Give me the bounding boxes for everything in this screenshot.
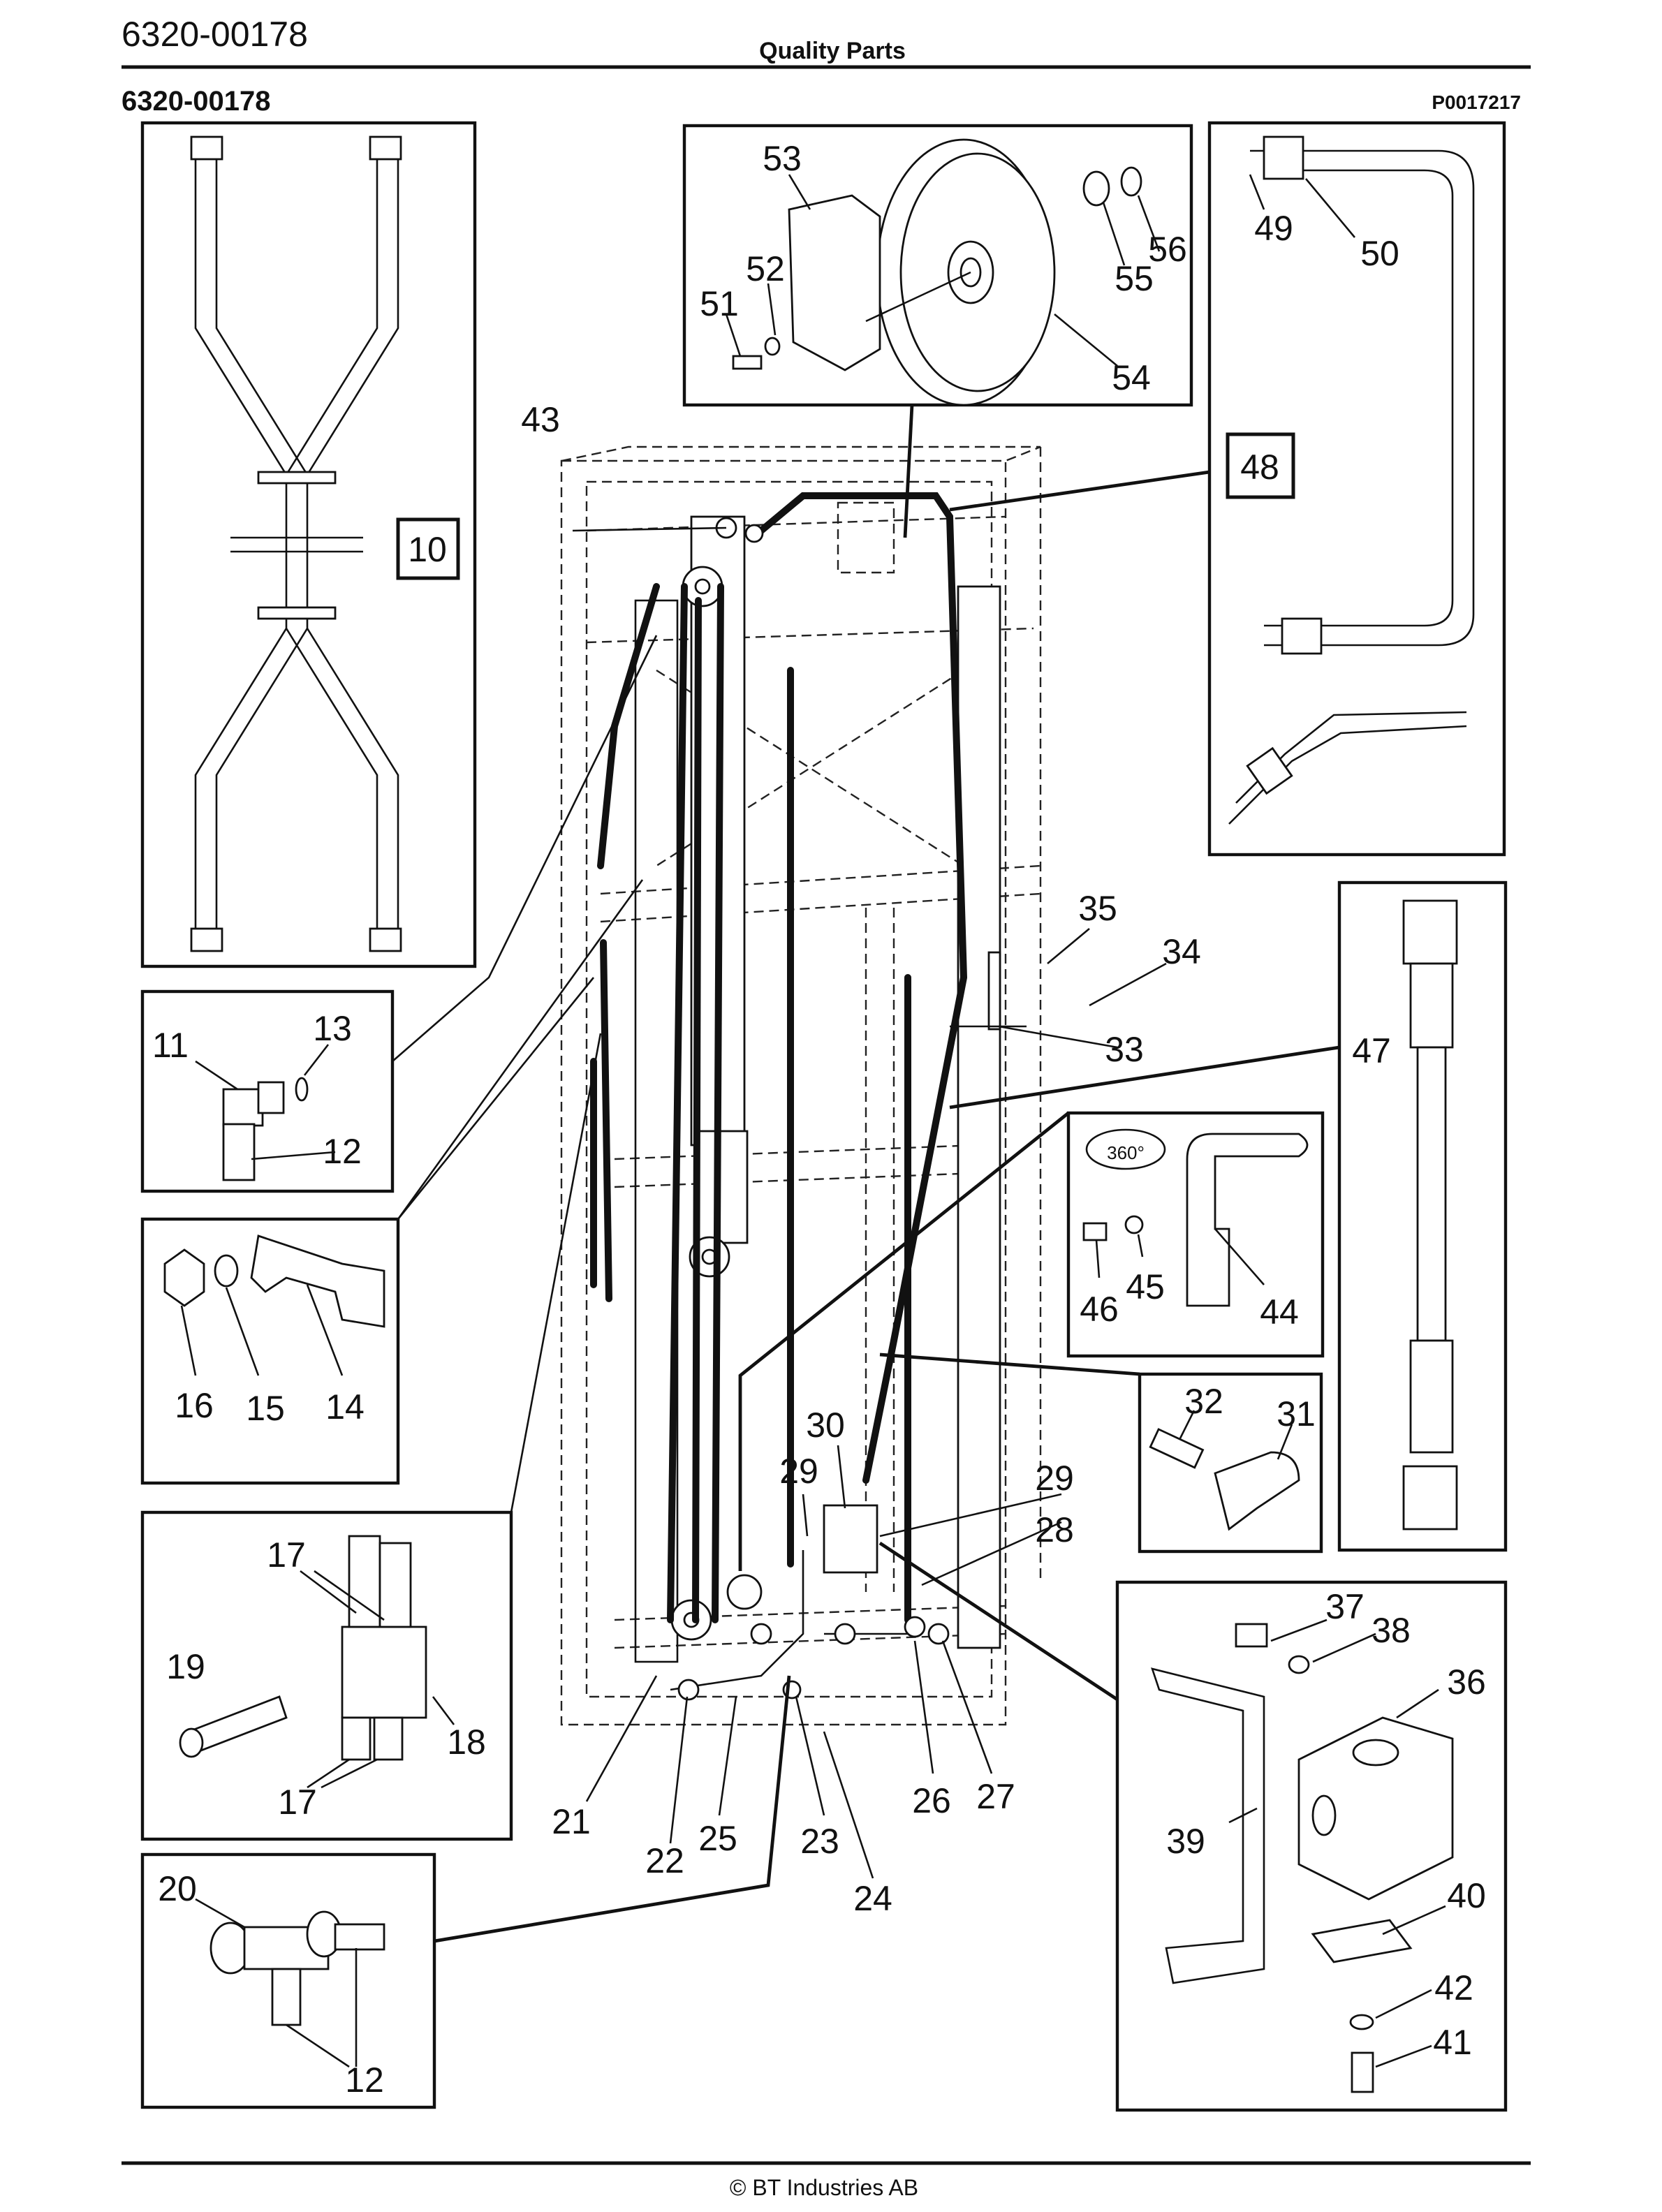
detail-manifold-17-19: 17 19 18 17: [140, 1510, 513, 1841]
detail-fitting-11-13: 11 13 12: [140, 989, 395, 1193]
callout-27: 27: [976, 1777, 1015, 1816]
detail-hose-47: 47: [1337, 880, 1508, 1552]
callout-12: 12: [323, 1132, 362, 1171]
callout-16: 16: [175, 1386, 214, 1425]
callout-48: 48: [1240, 448, 1279, 487]
callout-38: 38: [1371, 1611, 1411, 1650]
callout-42: 42: [1434, 1968, 1473, 2007]
callout-28: 28: [1035, 1510, 1074, 1549]
callout-25: 25: [698, 1819, 737, 1858]
item-48-label-box: [1226, 432, 1295, 499]
callout-14: 14: [325, 1387, 365, 1426]
callout-50: 50: [1360, 234, 1399, 273]
callout-46: 46: [1080, 1290, 1119, 1329]
detail-clamp-31-32: 32 31: [1138, 1372, 1323, 1554]
detail-tee-fitting-20: 20 12: [140, 1852, 436, 2109]
callout-54: 54: [1112, 358, 1151, 397]
section-number: 6320-00178: [122, 86, 271, 117]
detail-bracket-14-16: 16 15 14: [140, 1217, 400, 1485]
callout-23: 23: [800, 1822, 839, 1861]
callout-18: 18: [447, 1723, 486, 1762]
leader-lines: [392, 404, 1340, 1943]
figure-id: P0017217: [1432, 91, 1521, 113]
callout-26: 26: [912, 1781, 951, 1820]
detail-pipe-48-50: 49 50 48: [1207, 121, 1506, 857]
callout-36: 36: [1447, 1662, 1486, 1702]
callout-52: 52: [746, 249, 785, 288]
detail-pulley-51-56: 53 52 51 56 55 54: [682, 124, 1193, 407]
callout-33: 33: [1105, 1030, 1144, 1069]
callout-43: 43: [521, 400, 560, 439]
callout-37: 37: [1325, 1587, 1365, 1626]
detail-hose-assembly-10: 10: [140, 121, 477, 968]
callout-55: 55: [1115, 259, 1154, 298]
callout-17: 17: [267, 1535, 306, 1575]
callout-19: 19: [166, 1647, 205, 1686]
callout-40: 40: [1447, 1876, 1486, 1915]
callout-29: 29: [1035, 1459, 1074, 1498]
callout-24: 24: [853, 1879, 892, 1918]
callout-45: 45: [1126, 1267, 1165, 1306]
callout-12: 12: [345, 2060, 384, 2100]
mast-assembly-drawing: [560, 445, 1042, 1726]
callout-47: 47: [1352, 1031, 1391, 1070]
callout-30: 30: [806, 1406, 845, 1445]
callout-20: 20: [158, 1869, 197, 1908]
rotation-360-label: 360°: [1107, 1142, 1145, 1163]
callout-11: 11: [152, 1026, 189, 1065]
callout-31: 31: [1277, 1394, 1316, 1433]
callout-21: 21: [552, 1802, 591, 1841]
callout-49: 49: [1254, 209, 1293, 248]
callout-41: 41: [1433, 2023, 1472, 2062]
callout-39: 39: [1166, 1822, 1205, 1861]
doc-number: 6320-00178: [122, 15, 308, 54]
copyright: © BT Industries AB: [730, 2175, 918, 2200]
callout-35: 35: [1078, 889, 1117, 928]
detail-valve-block-36-42: 37 38 36 39 40 42 41: [1115, 1580, 1508, 2112]
callout-13: 13: [313, 1009, 352, 1048]
callout-10: 10: [408, 530, 447, 569]
callout-29: 29: [779, 1452, 818, 1491]
callout-44: 44: [1260, 1292, 1299, 1332]
callout-51: 51: [700, 284, 739, 323]
main-callouts: 43 35 34 33 30 29 29 28 21 22 25 23 24 2…: [521, 400, 1201, 1918]
callout-32: 32: [1184, 1382, 1223, 1421]
page-title: Quality Parts: [759, 38, 906, 64]
callout-34: 34: [1162, 932, 1201, 971]
callout-15: 15: [246, 1389, 285, 1428]
detail-bracket-44-46: 360° 46 45 44: [1066, 1111, 1325, 1358]
callout-56: 56: [1148, 230, 1187, 269]
callout-22: 22: [645, 1841, 684, 1880]
item-10-label-box: [396, 517, 460, 580]
callout-53: 53: [763, 139, 802, 178]
callout-17: 17: [278, 1783, 317, 1822]
